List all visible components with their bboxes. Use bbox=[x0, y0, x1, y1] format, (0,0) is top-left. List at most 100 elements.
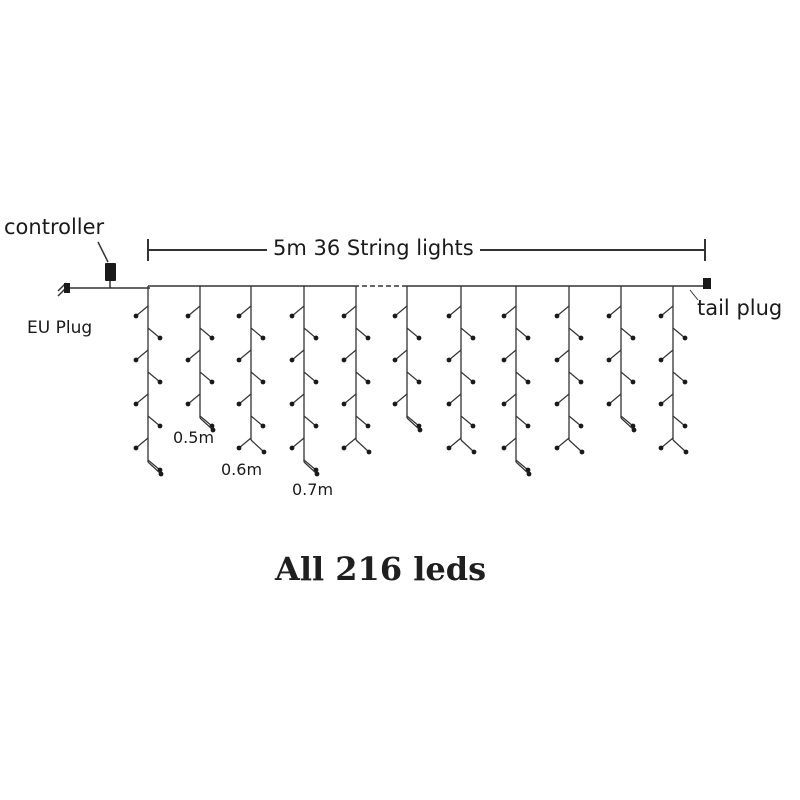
led-bulb bbox=[313, 379, 319, 385]
led-bulb bbox=[313, 335, 319, 341]
led-bulb bbox=[579, 449, 585, 455]
led-bulb bbox=[470, 379, 476, 385]
led-bulb bbox=[446, 401, 452, 407]
led-bulb bbox=[416, 379, 422, 385]
led-bulb bbox=[392, 401, 398, 407]
led-bulb bbox=[446, 445, 452, 451]
led-bulb bbox=[341, 445, 347, 451]
led-bulb bbox=[341, 401, 347, 407]
led-bulb bbox=[501, 357, 507, 363]
led-bulb bbox=[554, 313, 560, 319]
led-bulb bbox=[392, 357, 398, 363]
led-bulb bbox=[365, 423, 371, 429]
led-bulb bbox=[236, 357, 242, 363]
led-bulb bbox=[658, 401, 664, 407]
led-bulb bbox=[185, 401, 191, 407]
led-bulb bbox=[289, 401, 295, 407]
led-bulb bbox=[525, 379, 531, 385]
led-bulb bbox=[314, 471, 320, 477]
led-bulb bbox=[209, 335, 215, 341]
led-bulb bbox=[133, 401, 139, 407]
led-bulb bbox=[630, 335, 636, 341]
led-bulb bbox=[525, 335, 531, 341]
led-bulb bbox=[606, 401, 612, 407]
led-bulb bbox=[289, 445, 295, 451]
eu-plug-label: EU Plug bbox=[27, 318, 93, 338]
led-bulb bbox=[501, 401, 507, 407]
length-label-long: 0.7m bbox=[292, 480, 334, 499]
led-bulb bbox=[366, 449, 372, 455]
led-bulb bbox=[501, 445, 507, 451]
led-bulb bbox=[157, 379, 163, 385]
led-bulb bbox=[417, 427, 423, 433]
drop-strand-2 bbox=[185, 286, 216, 433]
led-bulb bbox=[157, 335, 163, 341]
led-bulb bbox=[658, 357, 664, 363]
led-bulb bbox=[341, 313, 347, 319]
led-bulb bbox=[416, 335, 422, 341]
led-bulb bbox=[236, 401, 242, 407]
led-bulb bbox=[606, 357, 612, 363]
led-bulb bbox=[578, 335, 584, 341]
drop-strands bbox=[133, 286, 689, 477]
led-bulb bbox=[260, 423, 266, 429]
tail-plug-label: tail plug bbox=[697, 296, 783, 320]
led-bulb bbox=[341, 357, 347, 363]
led-bulb bbox=[578, 423, 584, 429]
led-bulb bbox=[631, 427, 637, 433]
tail-pointer bbox=[689, 289, 699, 301]
led-bulb bbox=[526, 471, 532, 477]
led-bulb bbox=[525, 423, 531, 429]
controller-box-icon bbox=[97, 241, 150, 289]
led-bulb bbox=[606, 313, 612, 319]
led-bulb bbox=[210, 427, 216, 433]
span-label: 5m 36 String lights bbox=[267, 238, 480, 259]
led-bulb bbox=[133, 445, 139, 451]
led-bulb bbox=[392, 313, 398, 319]
led-bulb bbox=[185, 357, 191, 363]
tail-plug-icon bbox=[703, 278, 711, 289]
led-bulb bbox=[470, 423, 476, 429]
led-bulb bbox=[683, 449, 689, 455]
led-bulb bbox=[554, 445, 560, 451]
led-bulb bbox=[630, 379, 636, 385]
length-label-short: 0.5m bbox=[173, 428, 215, 447]
led-bulb bbox=[236, 445, 242, 451]
led-bulb bbox=[682, 379, 688, 385]
led-bulb bbox=[446, 313, 452, 319]
led-bulb bbox=[289, 313, 295, 319]
led-bulb bbox=[501, 313, 507, 319]
led-bulb bbox=[471, 449, 477, 455]
led-bulb bbox=[658, 445, 664, 451]
led-bulb bbox=[133, 313, 139, 319]
drop-strand-5 bbox=[341, 286, 372, 455]
led-bulb bbox=[470, 335, 476, 341]
led-bulb bbox=[260, 335, 266, 341]
total-leds-label: All 216 leds bbox=[275, 550, 487, 588]
drop-strand-9 bbox=[554, 286, 585, 455]
led-bulb bbox=[261, 449, 267, 455]
led-bulb bbox=[554, 357, 560, 363]
led-bulb bbox=[658, 313, 664, 319]
led-bulb bbox=[365, 335, 371, 341]
drop-strand-4 bbox=[289, 286, 320, 477]
eu-plug-icon bbox=[57, 282, 106, 297]
controller-label: controller bbox=[4, 215, 105, 239]
led-bulb bbox=[554, 401, 560, 407]
led-bulb bbox=[209, 379, 215, 385]
drop-strand-10 bbox=[606, 286, 637, 433]
led-bulb bbox=[133, 357, 139, 363]
drop-strand-7 bbox=[446, 286, 477, 455]
drop-strand-3 bbox=[236, 286, 267, 455]
drop-strand-8 bbox=[501, 286, 532, 477]
drop-strand-11 bbox=[658, 286, 689, 455]
led-bulb bbox=[158, 471, 164, 477]
drop-strand-1 bbox=[133, 286, 164, 477]
led-bulb bbox=[260, 379, 266, 385]
length-label-medium: 0.6m bbox=[221, 460, 263, 479]
led-bulb bbox=[578, 379, 584, 385]
drop-strand-6 bbox=[392, 286, 423, 433]
led-bulb bbox=[365, 379, 371, 385]
